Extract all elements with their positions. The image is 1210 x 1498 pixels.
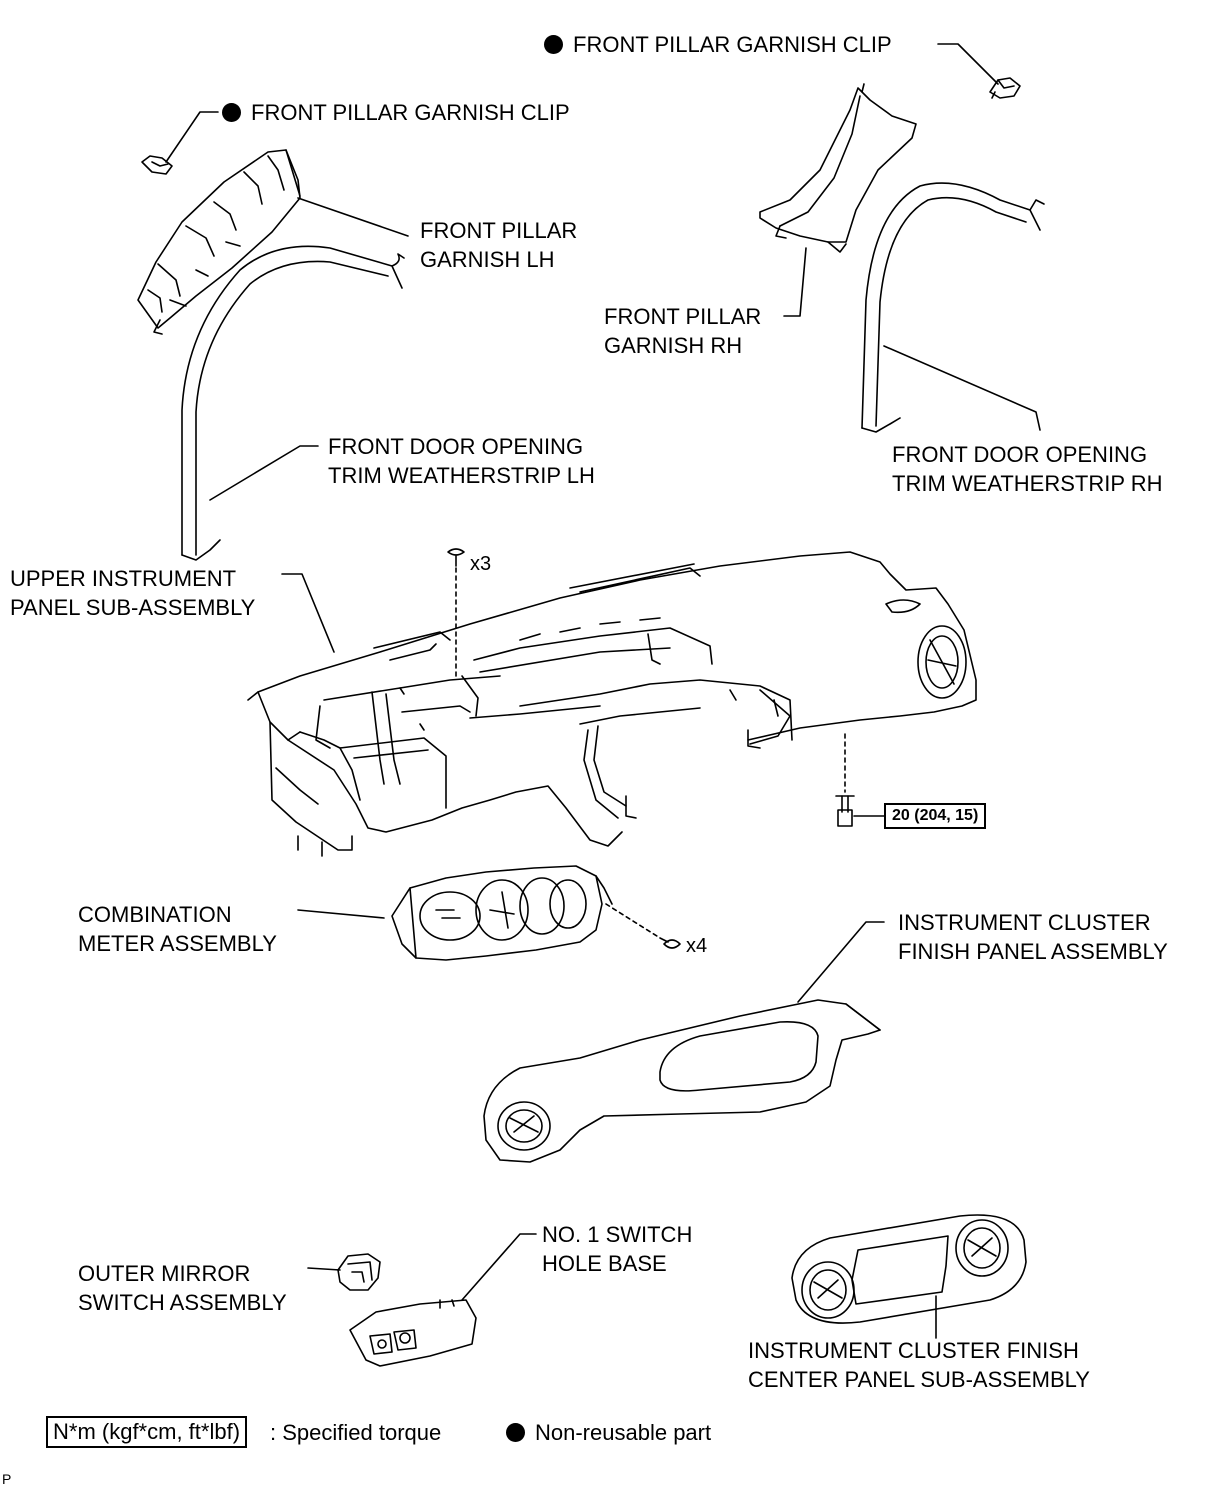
legend-torque-text: : Specified torque (270, 1420, 442, 1445)
label-garnish-lh: FRONT PILLAR GARNISH LH (420, 218, 578, 272)
leader-garnish-lh (297, 197, 409, 237)
label-center-panel: INSTRUMENT CLUSTER FINISH CENTER PANEL S… (748, 1338, 1090, 1392)
nonreusable-dot-icon (222, 103, 241, 122)
label-clip-left: FRONT PILLAR GARNISH CLIP (222, 98, 570, 127)
legend-nonreusable: Non-reusable part (506, 1418, 711, 1447)
bolt (835, 795, 855, 827)
corner-mark: P (2, 1471, 12, 1487)
label-outer-mirror: OUTER MIRROR SWITCH ASSEMBLY (78, 1261, 287, 1315)
label-upper-panel: UPPER INSTRUMENT PANEL SUB-ASSEMBLY (10, 566, 256, 620)
label-screw-x4: x4 (686, 935, 708, 957)
combination-meter (391, 865, 613, 961)
upper-instrument-panel (247, 551, 977, 857)
leader-garnish-rh (783, 247, 807, 317)
leader-weatherstrip-rh (883, 345, 1041, 431)
torque-box: 20 (204, 15) (884, 803, 987, 829)
clip-right (989, 77, 1021, 99)
garnish-lh (137, 149, 301, 335)
leader-combo-meter (297, 909, 385, 919)
label-clip-top: FRONT PILLAR GARNISH CLIP (544, 30, 892, 59)
screw-x4 (659, 937, 681, 949)
weatherstrip-lh (181, 245, 405, 561)
leader-switch-base (461, 1233, 537, 1301)
leader-outer-mirror (307, 1267, 341, 1271)
garnish-rh (759, 83, 917, 253)
label-weatherstrip-lh: FRONT DOOR OPENING TRIM WEATHERSTRIP LH (328, 434, 595, 488)
label-cluster-finish: INSTRUMENT CLUSTER FINISH PANEL ASSEMBLY (898, 910, 1168, 964)
label-screw-x3: x3 (470, 553, 492, 575)
nonreusable-dot-icon (544, 35, 563, 54)
label-garnish-rh: FRONT PILLAR GARNISH RH (604, 304, 762, 358)
label-switch-base: NO. 1 SWITCH HOLE BASE (542, 1222, 693, 1276)
label-weatherstrip-rh: FRONT DOOR OPENING TRIM WEATHERSTRIP RH (892, 442, 1163, 496)
instrument-cluster-finish-panel (483, 999, 881, 1163)
instrument-cluster-center-panel (791, 1214, 1027, 1324)
nonreusable-dot-icon (506, 1423, 525, 1442)
leader-cluster-finish (797, 921, 885, 1003)
screw-x3 (447, 548, 465, 567)
label-combination-meter: COMBINATION METER ASSEMBLY (78, 902, 277, 956)
switch-hole-base (349, 1299, 477, 1367)
legend-torque-box: N*m (kgf*cm, ft*lbf) (46, 1416, 248, 1448)
weatherstrip-rh (861, 182, 1045, 433)
screw-x4-path (605, 903, 661, 939)
leader-clip-right (937, 43, 999, 85)
leader-upper-panel (281, 573, 335, 653)
leader-clip-left (165, 111, 219, 163)
clip-left (141, 155, 173, 175)
outer-mirror-switch (337, 1253, 381, 1291)
leader-weatherstrip-lh (209, 445, 319, 501)
